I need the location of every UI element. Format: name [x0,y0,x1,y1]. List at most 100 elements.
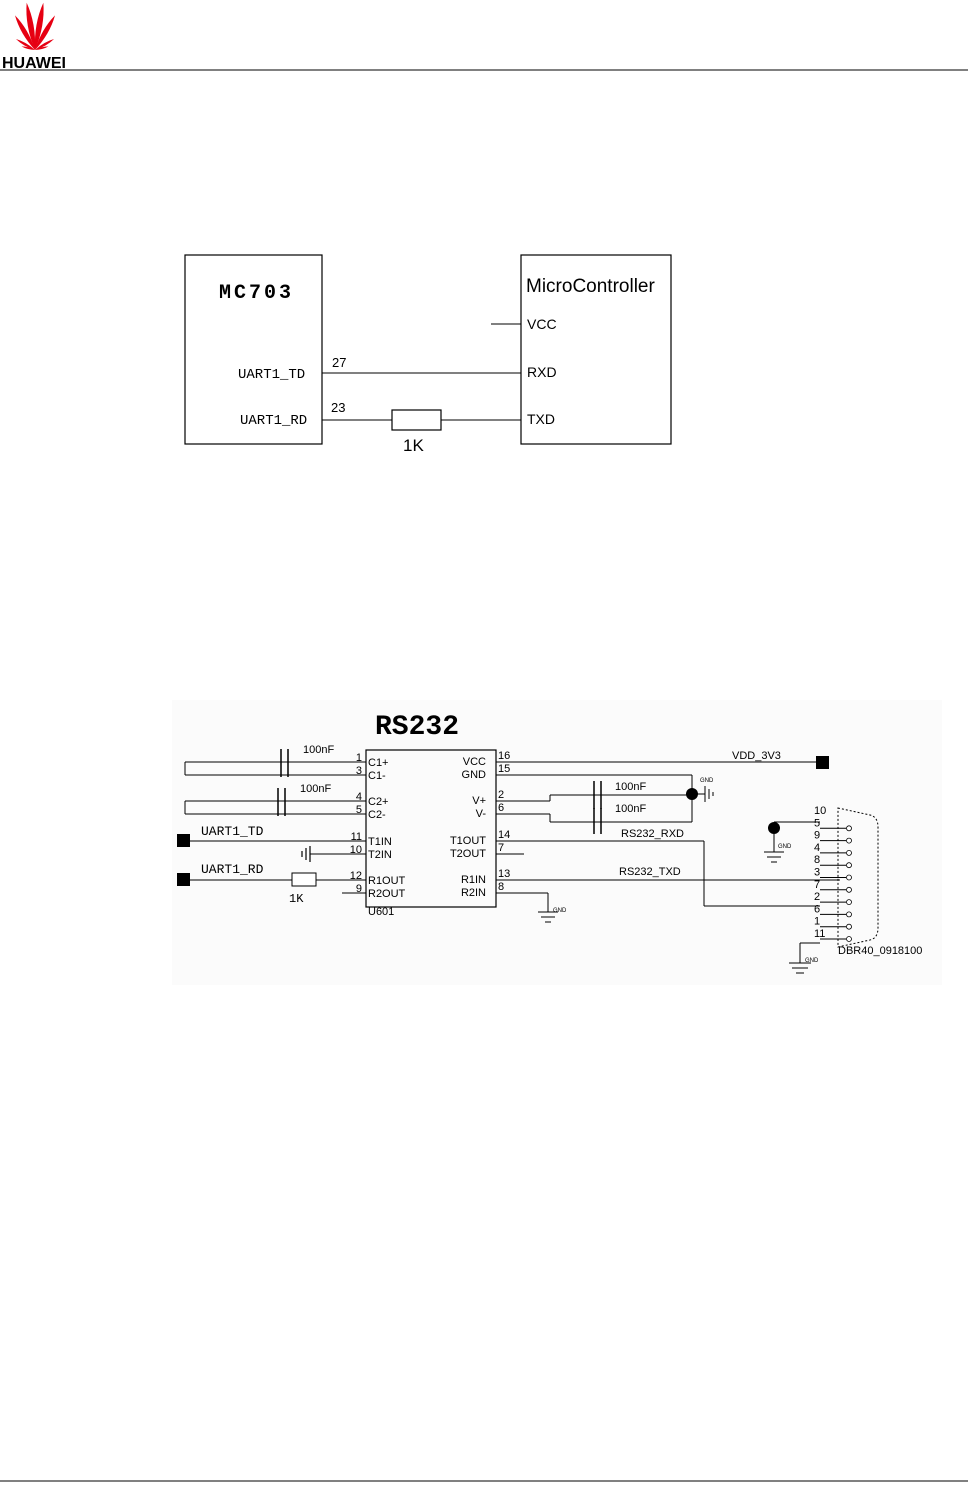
chip-left-pin-name: R2OUT [368,888,406,900]
connector-pin-number: 11 [814,928,825,940]
connector-pin-number: 10 [814,805,826,817]
c4-label: 100nF [615,803,646,815]
gnd-label-vplus: GND [700,778,714,784]
connector-pin-socket [846,837,852,844]
connector-pin-socket [846,850,852,856]
chip-right-pin-name: GND [462,769,487,781]
chip-right-pin-number: 6 [498,802,504,814]
chip-ref: U601 [368,906,394,918]
connector-pin-number: 7 [814,879,820,891]
mc703-pin-label-rd: UART1_RD [240,413,307,429]
brand-name: HUAWEI [2,55,66,72]
chip-left-pin-name: C2- [368,809,386,821]
logo-petal-2 [26,2,36,50]
connector-pin-number: 8 [814,854,820,866]
rs232-chip [365,749,497,908]
connector-pin-socket [846,825,852,832]
logo-petal-4 [35,15,55,50]
uart1-td-label: UART1_TD [201,824,264,839]
db9-connector-body [837,807,879,948]
chip-left-pin-name: C1+ [368,757,389,769]
chip-right-pin-number: 7 [498,842,504,854]
chip-left-pin-number: 12 [350,870,362,882]
schematic-resistor-label: 1K [289,892,304,906]
chip-right-pin-number: 13 [498,868,510,880]
connector-ref: DBR40_0918100 [838,945,922,957]
chip-right-pin-number: 2 [498,789,504,801]
chip-right-pin-number: 8 [498,881,504,893]
rs232-rxd-label: RS232_RXD [621,828,684,840]
mc703-pin-number-23: 23 [331,400,345,415]
schematic-title: RS232 [375,712,459,743]
chip-right-pin-number: 16 [498,750,510,762]
connector-pin-socket [846,886,852,893]
connector-pin-number: 6 [814,903,820,915]
microcontroller-title: MicroController [526,276,655,297]
rs232-txd-label: RS232_TXD [619,866,681,878]
connector-pin-socket [846,911,852,918]
connector-pin-number: 5 [814,817,820,829]
chip-right-pin-number: 15 [498,763,510,775]
chip-left-pin-number: 9 [356,883,362,895]
mc703-pin-label-td: UART1_TD [238,367,305,383]
logo-petal-6 [21,46,35,50]
logo-petal-5 [35,39,55,50]
uart1-td-port [177,834,190,847]
chip-left-pin-name: T2IN [368,849,392,861]
resistor-1k-label: 1K [403,436,424,455]
schematic-background [172,700,942,985]
chip-left-pin-number: 11 [351,831,362,843]
connector-pin-number: 1 [814,916,820,928]
chip-right-pin-name: VCC [463,756,486,768]
connector-pin-socket [846,923,852,930]
chip-left-pin-number: 5 [356,804,362,816]
logo-petal-3 [34,2,44,50]
gnd-label-conn: GND [778,844,792,850]
gnd-label-r2in: GND [553,908,567,914]
conn-gnd-junction [768,822,780,834]
chip-left-pin-number: 1 [356,752,362,764]
logo-petal-0 [15,39,35,50]
logo-petal-7 [35,46,49,50]
chip-right-pin-name: R1IN [461,874,486,886]
chip-left-pin-name: T1IN [368,836,392,848]
c2-label: 100nF [300,783,331,795]
c3-label: 100nF [615,781,646,793]
mc703-block [184,254,323,445]
connector-pin-socket [846,874,852,881]
mc703-pin-number-27: 27 [332,355,346,370]
connector-pin-number: 4 [814,842,820,854]
microcontroller-block [520,254,672,445]
connector-pin-number: 9 [814,830,820,842]
mcu-pin-txd: TXD [527,411,555,427]
connector-pin-number: 2 [814,891,820,903]
connector-pin-socket [846,936,852,942]
figure-1-block-diagram: MC703 UART1_TD UART1_RD 27 23 MicroContr… [184,254,672,455]
logo-petal-1 [15,15,35,50]
mcu-pin-vcc: VCC [527,316,557,332]
huawei-logo-icon [15,2,55,50]
connector-pin-number: 3 [814,867,820,879]
chip-left-pin-name: C2+ [368,796,389,808]
uart1-rd-port [177,873,190,886]
connector-pin-socket [846,899,852,905]
vdd-3v3-label: VDD_3V3 [732,750,781,762]
chip-right-pin-name: T1OUT [450,835,486,847]
chip-right-pin-name: V+ [472,795,486,807]
chip-right-pin-name: V- [476,808,487,820]
chip-left-pin-number: 10 [350,844,362,856]
mcu-pin-rxd: RXD [527,364,557,380]
schematic-resistor-1k [291,872,317,887]
chip-left-pin-number: 4 [356,791,362,803]
chip-left-pin-number: 3 [356,765,362,777]
chip-left-pin-name: R1OUT [368,875,406,887]
chip-right-pin-number: 14 [498,829,510,841]
resistor-1k [391,409,442,431]
uart1-rd-label: UART1_RD [201,862,264,877]
connector-pin-socket [846,862,852,869]
gnd-label-shield: GND [805,958,819,964]
